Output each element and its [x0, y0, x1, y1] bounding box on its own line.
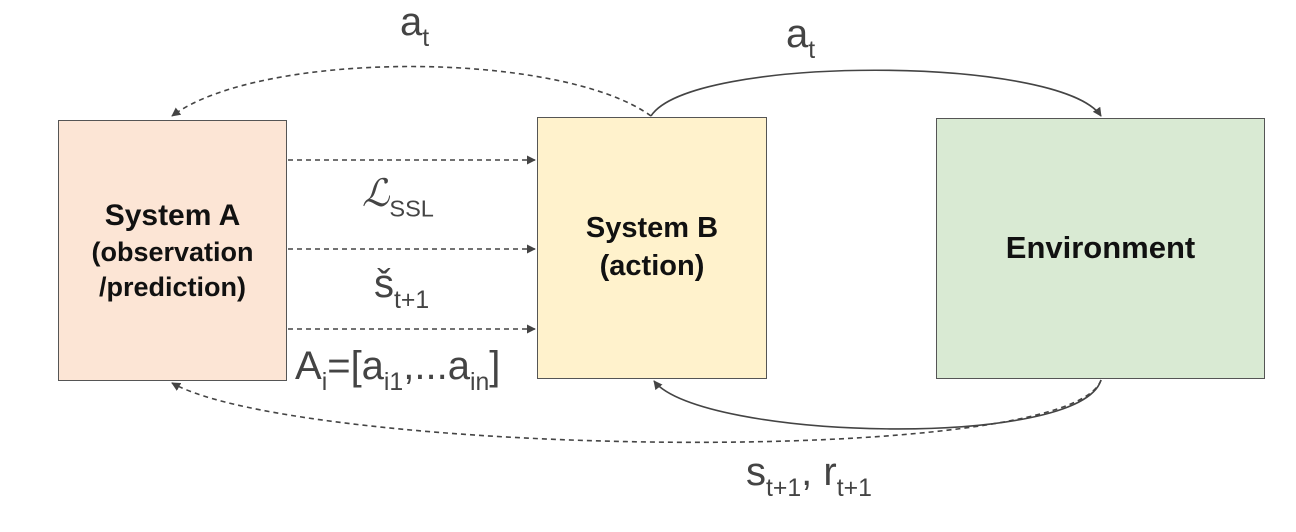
action-label-right: at: [786, 12, 816, 65]
action-label-left: at: [400, 0, 430, 53]
action-set-label: Ai=[ai1,...ain]: [295, 344, 501, 397]
system-a-node: System A (observation /prediction): [58, 120, 287, 381]
environment-node: Environment: [936, 118, 1265, 379]
action-to-system-a-arrow: [171, 65, 652, 117]
environment-title: Environment: [1005, 230, 1196, 266]
system-a-line2: (observation: [91, 236, 254, 267]
system-b-line2: (action): [599, 250, 705, 282]
system-a-line3: /prediction): [99, 272, 246, 302]
feedback-label: st+1, rt+1: [746, 450, 872, 503]
system-b-title: System B: [585, 212, 719, 245]
feedback-to-system-b-arrow: [653, 379, 1102, 430]
system-b-node: System B (action): [537, 117, 767, 379]
action-to-environment-arrow: [650, 69, 1102, 117]
feedback-to-system-a-arrow: [171, 379, 1102, 444]
system-a-title: System A: [104, 198, 241, 232]
predicted-state-label: št+1: [374, 262, 430, 315]
ssl-loss-label: ℒSSL: [362, 171, 434, 222]
